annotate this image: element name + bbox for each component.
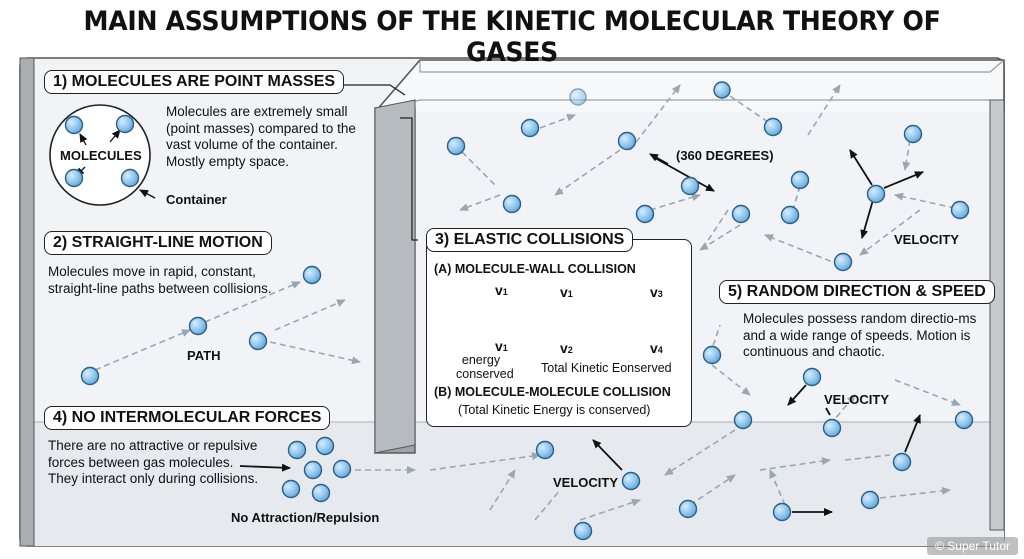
section1-text: Molecules are extremely small (point mas… xyxy=(166,104,356,169)
mm-v4: v4 xyxy=(650,340,663,356)
path-label: PATH xyxy=(187,348,221,363)
molecule xyxy=(635,204,655,224)
molecule xyxy=(64,168,84,188)
section2-label: 2) STRAIGHT-LINE MOTION xyxy=(44,231,272,255)
velocity-arrows xyxy=(239,149,924,516)
molecule xyxy=(790,170,810,190)
section5-text: Molecules possess random directio-ms and… xyxy=(743,311,977,359)
section4-text: There are no attractive or repulsive for… xyxy=(48,438,259,486)
section3-box xyxy=(426,239,692,427)
mm-v1: v1 xyxy=(560,284,573,300)
molecule xyxy=(780,205,800,225)
container-label: Container xyxy=(166,192,227,207)
molecule xyxy=(303,460,323,480)
molecule xyxy=(731,204,751,224)
watermark: © Super Tutor xyxy=(927,537,1018,555)
wall-v1-top: v1 xyxy=(495,282,508,298)
molecule xyxy=(302,265,322,285)
degrees-label: (360 DEGREES) xyxy=(676,148,774,163)
wall-v1-bottom: v1 xyxy=(495,338,508,354)
molecule xyxy=(281,479,301,499)
molecule xyxy=(866,184,886,204)
page-title: MAIN ASSUMPTIONS OF THE KINETIC MOLECULA… xyxy=(83,6,941,68)
motion-paths xyxy=(94,84,961,521)
molecule xyxy=(822,418,842,438)
molecule xyxy=(617,131,637,151)
molecule xyxy=(332,459,352,479)
molecule-collision-title: (B) MOLECULE-MOLECULE COLLISION xyxy=(434,385,671,399)
wall-energy-note: energy conserved xyxy=(456,353,514,381)
no-attraction-label: No Attraction/Repulsion xyxy=(231,510,380,525)
molecule xyxy=(860,490,880,510)
section1-connector xyxy=(340,84,406,96)
molecule xyxy=(311,483,331,503)
molecule xyxy=(315,436,335,456)
section3-label: 3) ELASTIC COLLISIONS xyxy=(426,228,634,252)
molecule xyxy=(621,471,641,491)
section1-label: 1) MOLECULES ARE POINT MASSES xyxy=(44,70,345,94)
molecule xyxy=(520,118,540,138)
molecule xyxy=(248,331,268,351)
mm-v2: v2 xyxy=(560,340,573,356)
section5-label: 5) RANDOM DIRECTION & SPEED xyxy=(719,280,995,304)
molecule xyxy=(502,194,522,214)
molecule xyxy=(120,168,140,188)
molecule xyxy=(892,452,912,472)
velocity-label-right: VELOCITY xyxy=(824,392,890,407)
molecule xyxy=(678,499,698,519)
molecule xyxy=(115,114,135,134)
mm-v3: v3 xyxy=(650,284,663,300)
molecule xyxy=(64,115,84,135)
section3-bracket xyxy=(400,117,418,241)
molecule xyxy=(903,124,923,144)
molecule xyxy=(772,502,792,522)
molecule xyxy=(954,410,974,430)
gas-molecules xyxy=(64,81,974,541)
section2-text: Molecules move in rapid, constant, strai… xyxy=(48,264,272,296)
velocity-label-top: VELOCITY xyxy=(894,232,960,247)
molecule xyxy=(680,176,700,196)
molecule xyxy=(833,252,853,272)
molecule xyxy=(188,316,208,336)
velocity-label-bottom: VELOCITY xyxy=(553,475,619,490)
molecule xyxy=(950,200,970,220)
molecule xyxy=(569,88,587,106)
molecule xyxy=(763,117,783,137)
molecule-collision-note: (Total Kinetic Energy is conserved) xyxy=(458,403,651,417)
wall-collision-title: (A) MOLECULE-WALL COLLISION xyxy=(434,262,636,276)
molecule xyxy=(733,410,753,430)
molecule xyxy=(535,440,555,460)
molecule xyxy=(713,81,731,99)
molecule xyxy=(287,440,307,460)
molecule xyxy=(80,366,100,386)
molecule xyxy=(802,367,822,387)
section4-label: 4) NO INTERMOLECULAR FORCES xyxy=(44,406,331,430)
molecule xyxy=(573,521,593,541)
total-ke-note: Total Kinetic Eonserved xyxy=(541,361,672,375)
molecule xyxy=(446,136,466,156)
molecules-label: MOLECULES xyxy=(60,148,142,163)
molecule xyxy=(702,345,722,365)
